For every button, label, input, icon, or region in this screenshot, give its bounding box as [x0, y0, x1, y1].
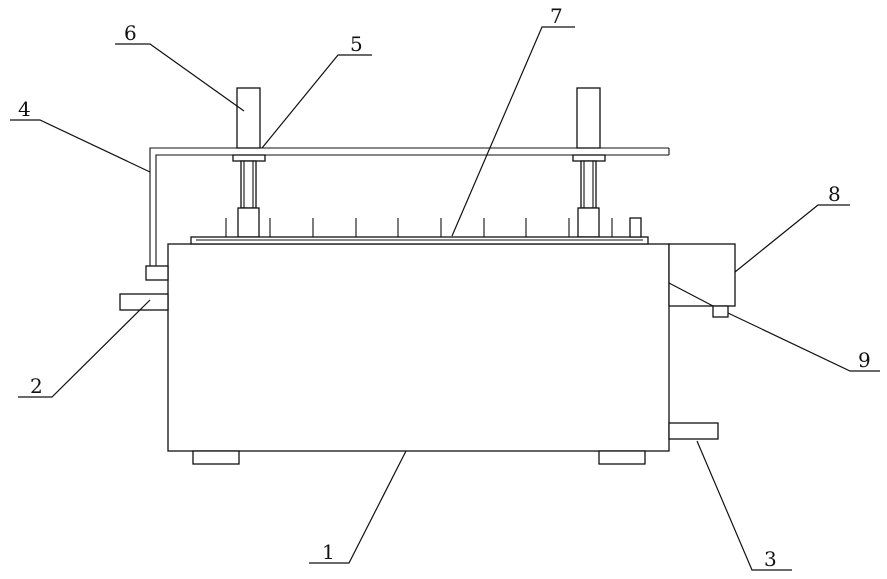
label-3: 3 [764, 547, 777, 571]
right-foot [598, 450, 646, 465]
leader-5 [261, 54, 372, 149]
left-cylinder [236, 87, 261, 149]
left-rod-block [237, 207, 260, 238]
right-rod-block [577, 207, 600, 238]
left-collar [232, 154, 266, 162]
comb-pins [225, 218, 613, 237]
leader-2 [18, 299, 151, 398]
leader-9 [727, 312, 880, 372]
outlet-pipe [668, 422, 719, 440]
bracket-inner-edge [155, 154, 669, 266]
label-1: 1 [322, 540, 335, 564]
left-piston-rod [240, 160, 257, 209]
inlet-pipe [119, 293, 169, 311]
bracket-outer-edge [149, 147, 669, 266]
right-collar [572, 154, 606, 162]
right-piston-rod [580, 160, 597, 209]
comb-right-post [629, 217, 642, 238]
label-7: 7 [550, 4, 563, 28]
side-box [668, 243, 736, 307]
leader-8 [734, 204, 850, 273]
leader-4 [10, 119, 151, 173]
label-4: 4 [18, 97, 31, 121]
side-box-outlet [712, 305, 729, 318]
bracket-base [145, 265, 169, 281]
leader-6 [115, 43, 245, 112]
leader-7 [451, 26, 575, 237]
right-cylinder [576, 87, 601, 149]
label-9: 9 [858, 348, 871, 372]
label-8: 8 [828, 182, 841, 206]
tank-body [167, 243, 670, 452]
label-6: 6 [124, 21, 137, 45]
leader-9-extension [668, 282, 714, 307]
left-foot [192, 450, 240, 465]
label-2: 2 [30, 374, 43, 398]
leader-1 [309, 450, 407, 564]
label-5: 5 [350, 32, 363, 56]
leader-3 [696, 440, 792, 571]
